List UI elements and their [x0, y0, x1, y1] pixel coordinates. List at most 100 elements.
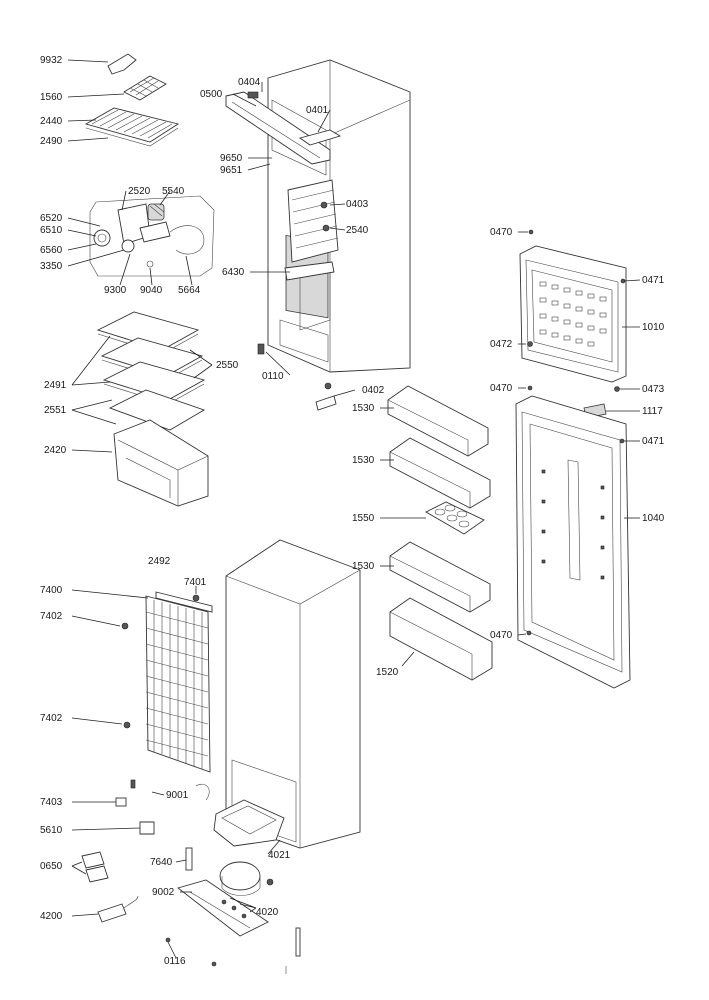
label-6520: 6520: [40, 213, 63, 224]
part-labels: 9932 1560 2440 2490 2520 5540 6520 6510 …: [40, 55, 665, 967]
label-2540: 2540: [346, 225, 369, 236]
door-bin-1530-a: [387, 385, 489, 457]
scraper-9932: [107, 53, 137, 75]
label-1530-a: 1530: [352, 403, 375, 414]
label-6430: 6430: [222, 267, 245, 278]
label-1040: 1040: [642, 513, 665, 524]
label-0402: 0402: [362, 385, 385, 396]
screw-0470-c: [526, 630, 532, 636]
screw-0116-b: [211, 961, 217, 967]
relay-5610: [139, 821, 155, 835]
cable-4200-wire: [123, 895, 139, 909]
door-bin-1530-c: [389, 541, 491, 613]
label-0471-b: 0471: [642, 436, 665, 447]
screw-0471-b: [619, 438, 625, 444]
label-9300: 9300: [104, 285, 127, 296]
wire-shelf-2440: [84, 107, 180, 147]
rod: [295, 927, 301, 957]
label-0650: 0650: [40, 861, 63, 872]
label-9001: 9001: [166, 790, 189, 801]
top-rail: [225, 91, 331, 165]
label-1560: 1560: [40, 92, 63, 103]
label-5610: 5610: [40, 825, 63, 836]
door-bin-1520: [389, 597, 493, 681]
label-0110: 0110: [262, 371, 284, 382]
label-7402-b: 7402: [40, 713, 63, 724]
pad-0650-a: [81, 851, 105, 869]
label-9932: 9932: [40, 55, 63, 66]
drip-tray-4021: [213, 799, 285, 847]
label-7402-a: 7402: [40, 611, 63, 622]
label-7640: 7640: [150, 857, 173, 868]
condenser-7400: [145, 591, 213, 773]
filter-7640: [185, 847, 193, 871]
cable-4200: [97, 903, 127, 923]
foot-0110: [257, 343, 265, 355]
label-4020: 4020: [256, 907, 279, 918]
label-6560: 6560: [40, 245, 63, 256]
label-2491: 2491: [44, 380, 67, 391]
fridge-door-1040: [515, 395, 631, 689]
label-1550: 1550: [352, 513, 375, 524]
label-0470-b: 0470: [490, 383, 513, 394]
label-2520: 2520: [128, 186, 151, 197]
screw-0470-b: [527, 385, 533, 391]
label-2550: 2550: [216, 360, 239, 371]
label-9040: 9040: [140, 285, 163, 296]
compressor: [219, 861, 274, 896]
screw-0116-a: [165, 937, 171, 943]
label-1520: 1520: [376, 667, 399, 678]
label-7403: 7403: [40, 797, 63, 808]
label-0404: 0404: [238, 77, 261, 88]
label-2551: 2551: [44, 405, 67, 416]
label-0500: 0500: [200, 89, 223, 100]
label-0401: 0401: [306, 105, 329, 116]
part-7403: [115, 797, 127, 807]
label-6510: 6510: [40, 225, 63, 236]
evaporator-plate: [287, 179, 339, 263]
label-7400: 7400: [40, 585, 63, 596]
screw-0472: [527, 341, 533, 347]
label-9651: 9651: [220, 165, 243, 176]
label-0116: 0116: [164, 956, 186, 967]
label-9002: 9002: [152, 887, 175, 898]
label-4021: 4021: [268, 850, 291, 861]
label-1117: 1117: [642, 406, 663, 417]
label-9650: 9650: [220, 153, 243, 164]
door-bin-1530-b: [389, 437, 491, 509]
crisper-2420: [113, 419, 209, 507]
clip-7402-b: [123, 721, 131, 729]
clip-9001: [195, 783, 210, 801]
label-1530-b: 1530: [352, 455, 375, 466]
label-0470-a: 0470: [490, 227, 513, 238]
bracket-0401: [298, 129, 342, 146]
label-0471-a: 0471: [642, 275, 665, 286]
leader-lines: [67, 59, 641, 959]
label-3350: 3350: [40, 261, 63, 272]
clip-7402-a: [121, 622, 129, 630]
label-0473: 0473: [642, 384, 665, 395]
clip-7401: [192, 594, 200, 602]
ice-tray-1560: [123, 75, 167, 101]
pin-9001: [130, 779, 136, 789]
label-2440: 2440: [40, 116, 63, 127]
hinge-0402: [315, 382, 337, 411]
screw-0473: [614, 386, 620, 392]
tube-6430: [284, 261, 335, 281]
label-5664: 5664: [178, 285, 201, 296]
glass-shelves: [96, 311, 206, 431]
label-0470-c: 0470: [490, 630, 513, 641]
base-plate-9002: [177, 879, 269, 937]
thermostat-group: [89, 195, 215, 277]
label-0403: 0403: [346, 199, 369, 210]
label-7401: 7401: [184, 577, 207, 588]
label-1530-c: 1530: [352, 561, 375, 572]
label-0472: 0472: [490, 339, 513, 350]
label-2420: 2420: [44, 445, 67, 456]
pad-0650-b: [85, 865, 109, 883]
label-5540: 5540: [162, 186, 185, 197]
label-2492: 2492: [148, 556, 171, 567]
label-1010: 1010: [642, 322, 665, 333]
screw-0470-a: [528, 229, 534, 235]
